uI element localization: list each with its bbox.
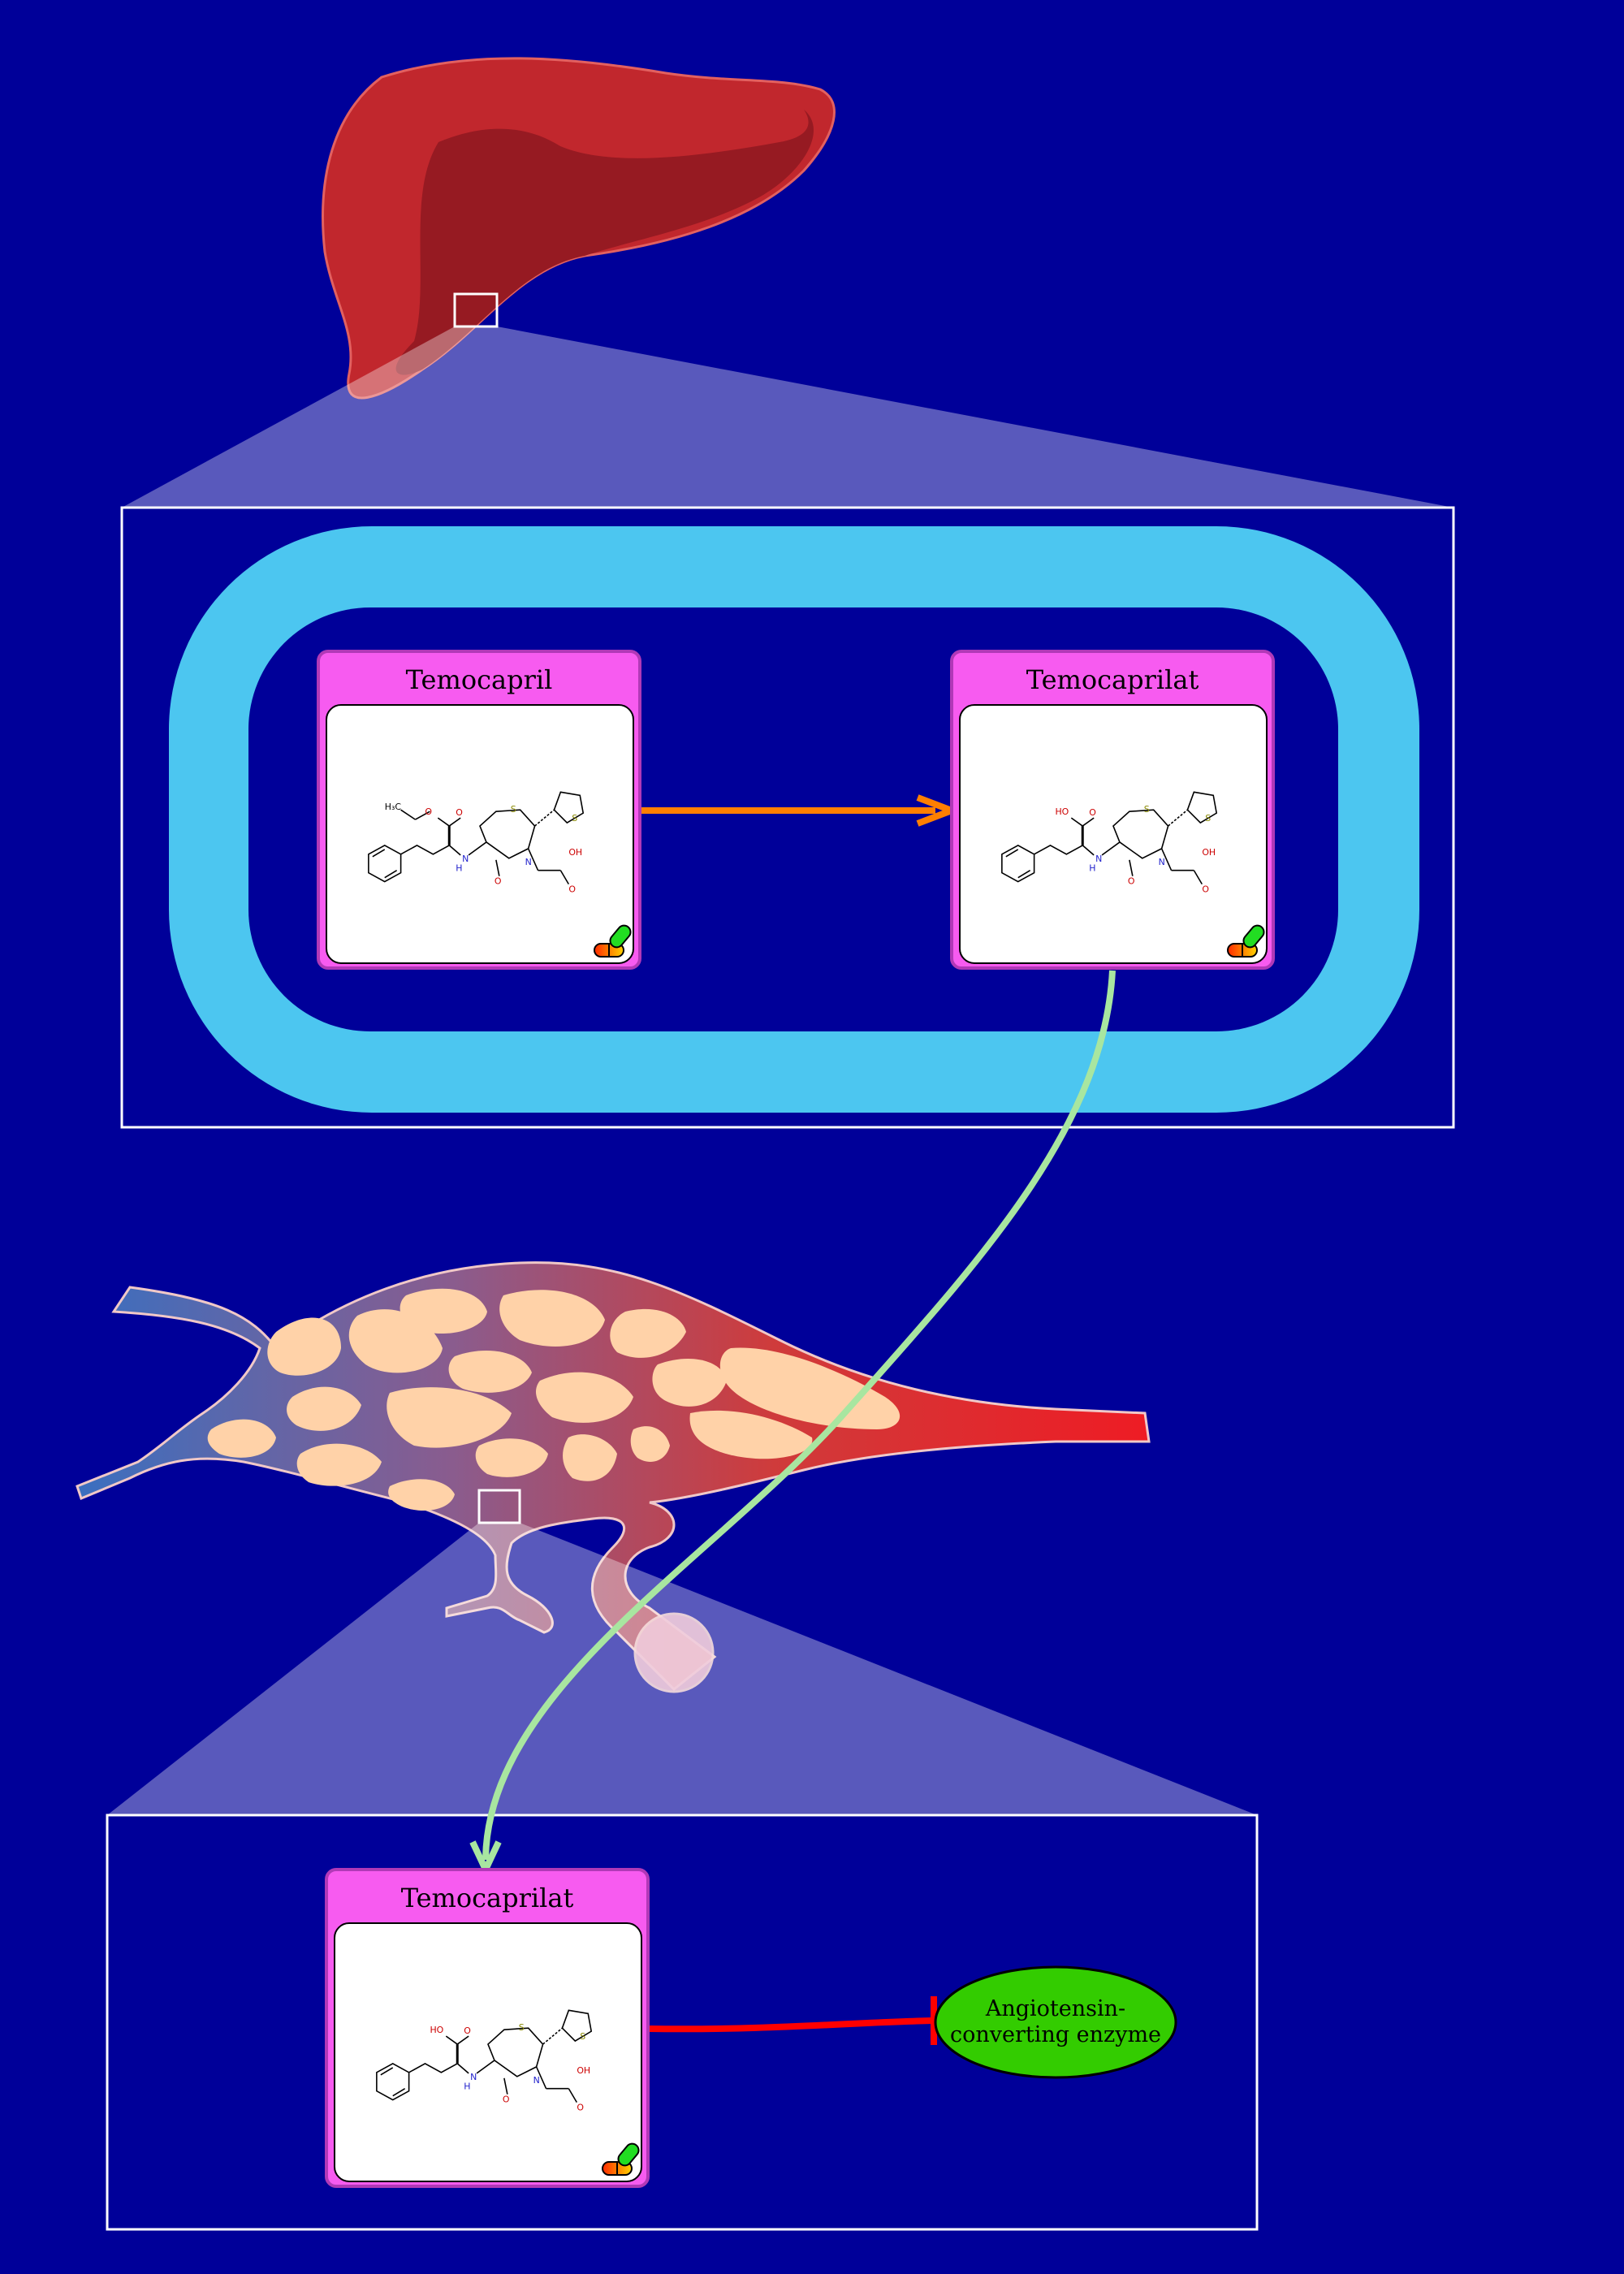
ace-enzyme-node[interactable]: Angiotensin- converting enzyme — [934, 1965, 1177, 2079]
inhibition-line — [649, 1996, 937, 2045]
liver-zoom-wedge — [122, 326, 1453, 508]
liver-zoom-marker — [453, 292, 499, 328]
capillary-zoom-wedge — [107, 1523, 1257, 1815]
temocapril-card[interactable]: Temocapril — [317, 650, 641, 970]
temocaprilat-liver-card[interactable]: Temocaprilat — [950, 650, 1275, 970]
ace-label-line1: Angiotensin- — [985, 1996, 1125, 2021]
temocapril-label: Temocapril — [406, 664, 553, 695]
capillary-network — [76, 1261, 1151, 1693]
capillary-zoom-marker — [477, 1489, 521, 1524]
liver-organ — [322, 57, 836, 400]
temocaprilat-liver-label: Temocaprilat — [1026, 664, 1199, 695]
ace-label-line2: converting enzyme — [950, 2022, 1161, 2047]
temocaprilat-tissue-label: Temocaprilat — [401, 1883, 574, 1913]
temocaprilat-tissue-card[interactable]: Temocaprilat — [325, 1868, 650, 2188]
